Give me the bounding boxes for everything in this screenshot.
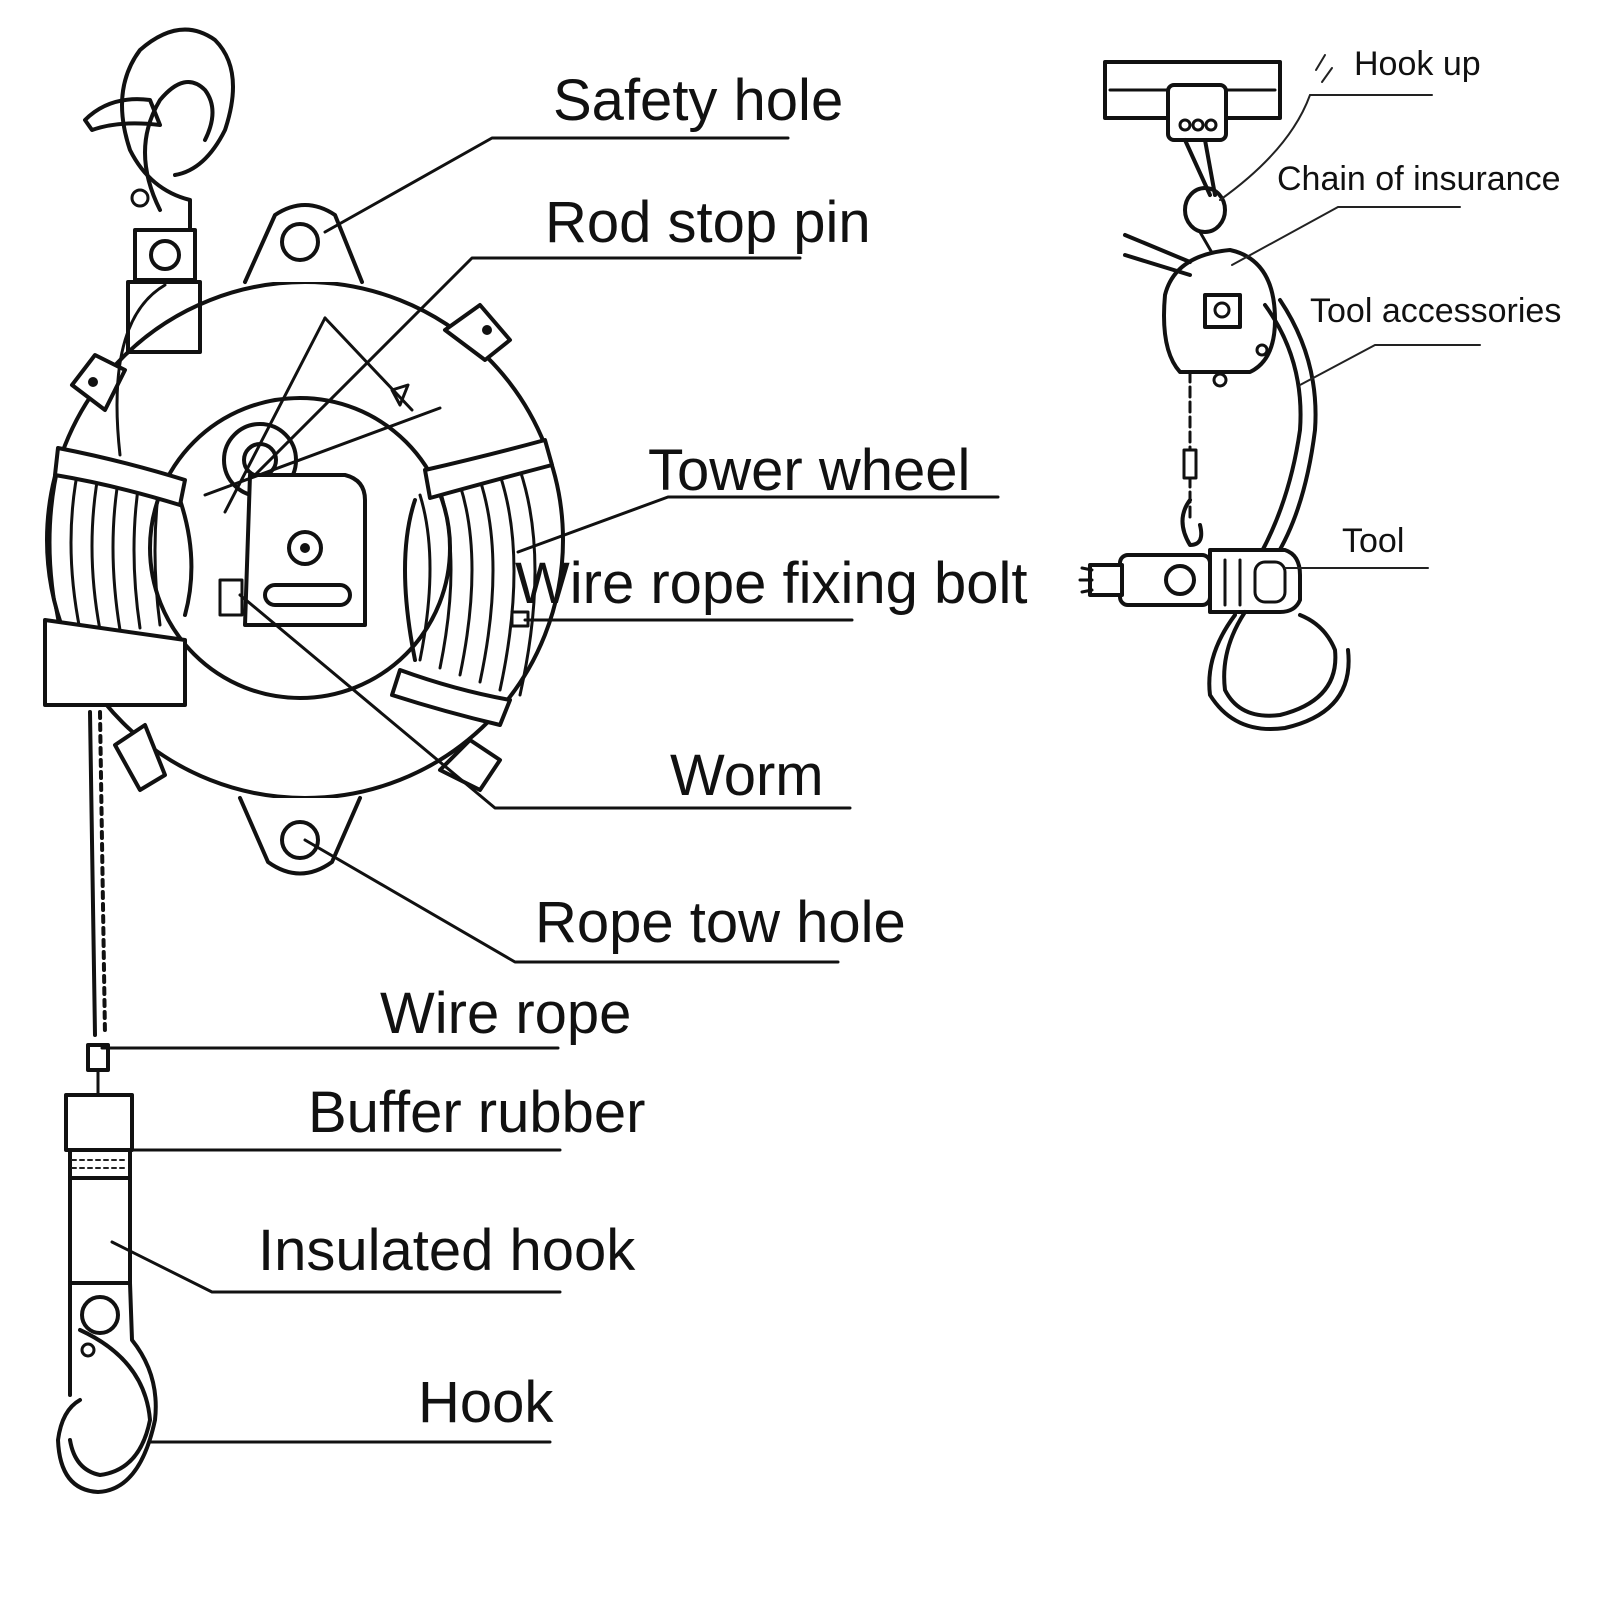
- label-buffer-rubber: Buffer rubber: [308, 1080, 645, 1145]
- label-worm: Worm: [670, 743, 824, 808]
- leader-insulated-hook: [110, 1240, 562, 1294]
- label-chain-of-insurance: Chain of insurance: [1277, 160, 1561, 198]
- insulated-hook-icon: [68, 1176, 132, 1285]
- leader-worm: [238, 593, 852, 810]
- hook-icon: [56, 1281, 158, 1494]
- leader-rope-tow-hole: [303, 838, 840, 964]
- label-tool-accessories: Tool accessories: [1310, 292, 1561, 330]
- mini-balancer-icon: [1123, 233, 1277, 388]
- label-tower-wheel: Tower wheel: [648, 438, 970, 503]
- leader-tool-accessories: [1299, 344, 1481, 386]
- label-wire-rope-fixing-bolt: Wire rope fixing bolt: [515, 551, 1028, 616]
- main-labels: Safety hole Rod stop pin Tower wheel Wir…: [258, 68, 1028, 1435]
- spring-balancer-drawing: [43, 27, 565, 1494]
- bottom-hook-assembly: [56, 1093, 158, 1494]
- leader-chain-of-insurance: [1231, 206, 1461, 266]
- label-safety-hole: Safety hole: [553, 68, 843, 133]
- label-wire-rope: Wire rope: [380, 981, 631, 1046]
- label-insulated-hook: Insulated hook: [258, 1218, 636, 1283]
- wire-rope-icon: [86, 710, 110, 1097]
- tool-icon: [1078, 548, 1351, 731]
- label-hook: Hook: [418, 1370, 554, 1435]
- buffer-rubber-icon: [64, 1093, 134, 1152]
- label-rod-stop-pin: Rod stop pin: [545, 190, 871, 255]
- label-rope-tow-hole: Rope tow hole: [535, 890, 906, 955]
- leader-tower-wheel: [516, 495, 1000, 554]
- leader-hook-up: [1219, 94, 1433, 201]
- balancer-housing: [43, 203, 565, 876]
- rope-tow-hole-icon: [280, 820, 320, 860]
- leader-lines: [100, 136, 1000, 1444]
- installation-sketch: Hook up Chain of insurance Tool accessor…: [1078, 45, 1561, 731]
- leader-safety-hole: [323, 136, 790, 234]
- label-hook-up: Hook up: [1354, 45, 1481, 83]
- leader-rod-stop-pin: [253, 256, 802, 477]
- label-tool: Tool: [1342, 522, 1404, 560]
- safety-hole-icon: [280, 222, 320, 262]
- top-hook-icon: [83, 27, 235, 354]
